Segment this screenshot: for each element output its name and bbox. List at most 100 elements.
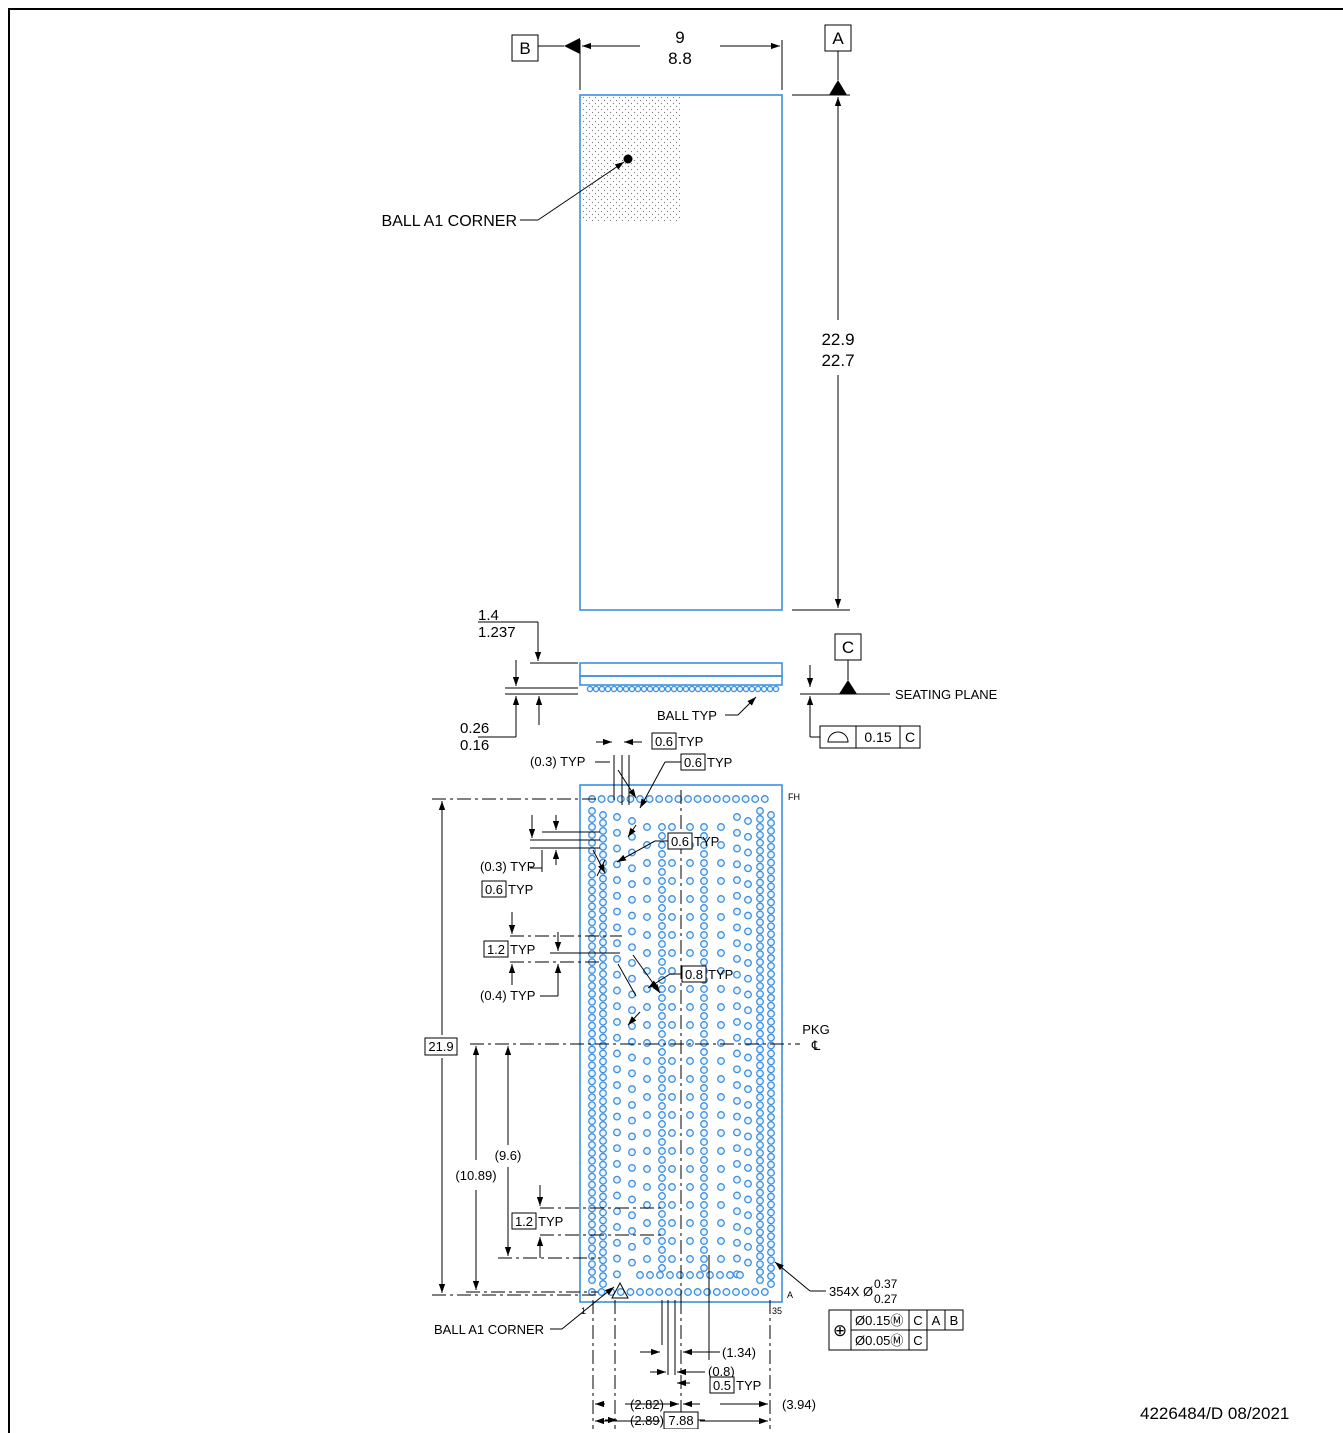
solder-ball	[588, 1196, 596, 1205]
solder-ball	[588, 1093, 596, 1102]
solder-ball	[599, 1232, 607, 1241]
solder-ball	[756, 1053, 764, 1062]
solder-ball	[658, 841, 666, 849]
solder-ball	[717, 967, 725, 975]
solder-ball	[733, 986, 741, 995]
solder-ball	[767, 1184, 775, 1193]
solder-ball	[588, 1164, 596, 1173]
solder-ball	[599, 1280, 607, 1288]
solder-ball	[733, 970, 741, 979]
solder-ball	[756, 1212, 764, 1221]
solder-ball	[703, 795, 712, 803]
solder-ball	[613, 1238, 621, 1247]
solder-ball	[700, 1210, 708, 1218]
solder-ball	[588, 918, 596, 927]
solder-ball	[741, 1288, 750, 1296]
solder-ball	[643, 895, 651, 903]
dim-2-89: (2.89)	[630, 1413, 664, 1428]
solder-ball	[700, 859, 708, 867]
solder-ball	[717, 877, 725, 885]
ball-count-label: 354X Ø	[829, 1284, 873, 1299]
solder-ball	[767, 1136, 775, 1145]
solder-ball	[599, 1256, 607, 1265]
solder-ball	[658, 913, 666, 921]
solder-ball	[767, 834, 775, 843]
tol-row2-datum-c: C	[913, 1333, 922, 1348]
solder-ball	[744, 927, 752, 936]
solder-ball	[658, 1183, 666, 1191]
solder-ball	[599, 985, 607, 994]
solder-ball	[686, 877, 694, 885]
flatness-datum: C	[905, 729, 915, 745]
solder-ball	[658, 1264, 666, 1272]
solder-ball	[588, 1212, 596, 1221]
solder-ball	[599, 1097, 607, 1106]
dim-0-5-typ: TYP	[736, 1378, 761, 1393]
solder-ball	[767, 1017, 775, 1026]
solder-ball	[751, 795, 760, 803]
solder-ball	[628, 1148, 636, 1157]
solder-ball	[686, 1147, 694, 1155]
side-ball	[760, 685, 768, 693]
solder-ball	[717, 1183, 725, 1191]
solder-ball	[700, 1012, 708, 1020]
solder-ball	[716, 1271, 724, 1279]
solder-ball	[744, 1085, 752, 1094]
solder-ball	[767, 977, 775, 986]
solder-ball	[700, 1174, 708, 1182]
solder-ball	[588, 822, 596, 831]
dim-08: 0.8	[685, 967, 703, 982]
solder-ball	[756, 942, 764, 951]
solder-ball	[767, 811, 775, 819]
solder-ball	[658, 967, 666, 975]
solder-ball	[767, 938, 775, 947]
solder-ball	[756, 1085, 764, 1094]
solder-ball	[686, 985, 694, 993]
solder-ball	[756, 1276, 764, 1285]
solder-ball	[658, 1030, 666, 1038]
solder-ball	[717, 1003, 725, 1011]
solder-ball	[668, 1255, 676, 1263]
solder-ball	[700, 1237, 708, 1245]
solder-ball	[756, 1077, 764, 1086]
solder-ball	[767, 1264, 775, 1273]
solder-ball	[767, 818, 775, 827]
solder-ball	[655, 1288, 664, 1296]
solder-ball	[668, 823, 676, 831]
solder-ball	[588, 926, 596, 935]
side-ball	[610, 685, 618, 693]
solder-ball	[756, 1260, 764, 1269]
solder-ball	[613, 1175, 621, 1184]
solder-ball	[588, 1260, 596, 1269]
solder-ball	[767, 890, 775, 899]
solder-ball	[756, 878, 764, 887]
solder-ball	[756, 894, 764, 903]
solder-ball	[668, 877, 676, 885]
solder-ball	[744, 990, 752, 999]
solder-ball	[733, 1207, 741, 1216]
solder-ball	[717, 1039, 725, 1047]
solder-ball	[756, 1196, 764, 1205]
dim-0-5: 0.5	[713, 1378, 731, 1393]
solder-ball	[628, 1116, 636, 1125]
solder-ball	[700, 1075, 708, 1083]
solder-ball	[628, 974, 636, 983]
solder-ball	[613, 1144, 621, 1153]
dim-06-a: 0.6	[655, 734, 673, 749]
solder-ball	[756, 1013, 764, 1022]
solder-ball	[643, 1003, 651, 1011]
tol-row1-datum-b: B	[950, 1313, 959, 1328]
solder-ball	[744, 895, 752, 904]
side-ball	[682, 685, 690, 693]
solder-ball	[588, 1228, 596, 1237]
solder-ball	[668, 1129, 676, 1137]
solder-ball	[658, 1093, 666, 1101]
datum-b-box	[511, 34, 539, 62]
solder-ball	[744, 974, 752, 983]
solder-ball	[599, 1033, 607, 1042]
solder-ball	[756, 950, 764, 959]
solder-ball	[744, 1179, 752, 1188]
side-ball	[766, 685, 774, 693]
solder-ball	[599, 1121, 607, 1129]
side-ball	[688, 685, 696, 693]
